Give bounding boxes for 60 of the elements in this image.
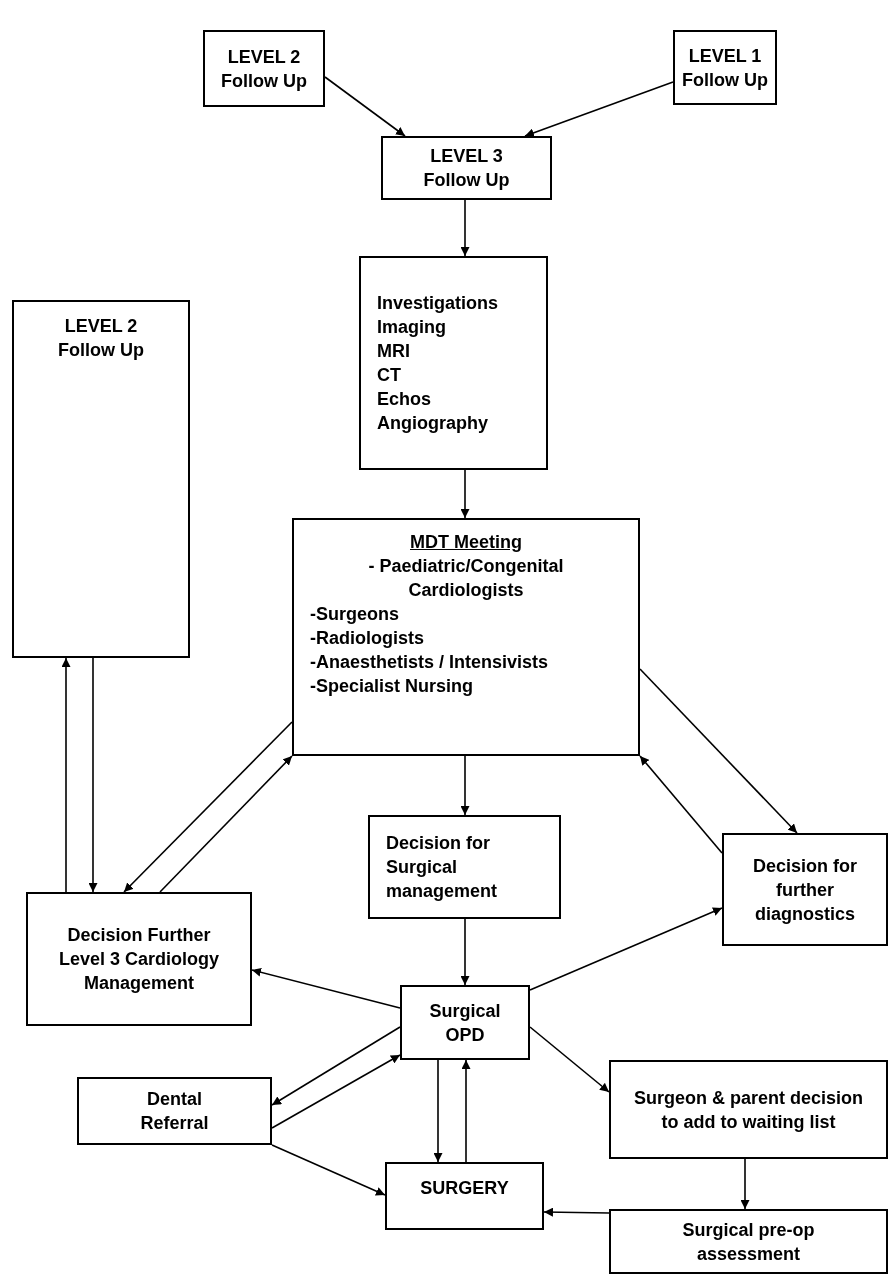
process-box — [26, 892, 252, 1026]
box-label: Surgeon & parent decision to add to waiting list — [633, 1086, 864, 1134]
arrow — [460, 755, 470, 816]
process-box — [400, 985, 530, 1060]
arrow — [461, 1059, 471, 1163]
box-label: Decision for further diagnostics — [752, 854, 858, 926]
box-label: LEVEL 3 Follow Up — [422, 145, 511, 192]
process-box — [292, 518, 640, 756]
arrow — [740, 1158, 750, 1210]
box-label: SURGERY — [420, 1177, 509, 1200]
arrow — [271, 1054, 401, 1129]
process-box — [609, 1209, 888, 1274]
arrow — [639, 755, 723, 854]
arrow — [543, 1207, 610, 1217]
list-item: Angiography — [377, 412, 488, 435]
arrow — [324, 76, 406, 137]
arrow — [88, 657, 98, 893]
process-box — [359, 256, 548, 470]
arrow — [61, 657, 71, 893]
process-box — [722, 833, 888, 946]
arrow — [524, 81, 674, 138]
arrow — [271, 1144, 386, 1196]
box-label: Surgical OPD — [428, 999, 502, 1047]
heading: MDT Meeting — [410, 531, 522, 554]
arrow — [123, 721, 293, 893]
process-box — [203, 30, 325, 107]
list-item: -Specialist Nursing — [310, 675, 474, 698]
box-label: Dental Referral — [139, 1088, 210, 1135]
box-label: Decision for Surgical management — [386, 832, 499, 903]
list-item: CT — [377, 364, 401, 387]
process-box — [368, 815, 561, 919]
list-item: -Radiologists — [310, 627, 424, 650]
arrow — [460, 918, 470, 986]
process-box — [12, 300, 190, 658]
box-label: LEVEL 2 Follow Up — [220, 45, 308, 93]
list-item: Investigations — [377, 292, 499, 315]
arrow — [460, 469, 470, 519]
list-item: MRI — [377, 340, 410, 363]
arrow — [639, 668, 798, 834]
list-item: - Paediatric/Congenital Cardiologists — [367, 555, 565, 602]
arrow — [433, 1059, 443, 1163]
list-item: -Anaesthetists / Intensivists — [310, 651, 549, 674]
arrow — [271, 1026, 401, 1106]
process-box — [673, 30, 777, 105]
box-label: Decision Further Level 3 Cardiology Management — [57, 924, 221, 995]
arrow — [529, 1026, 610, 1093]
list-item: -Surgeons — [310, 603, 399, 626]
box-label: LEVEL 1 Follow Up — [681, 44, 769, 92]
arrow — [460, 199, 470, 257]
list-item: Echos — [377, 388, 432, 411]
arrow — [251, 967, 401, 1009]
arrow — [529, 907, 723, 991]
process-box — [385, 1162, 544, 1230]
process-box — [609, 1060, 888, 1159]
box-label: Surgical pre-op assessment — [681, 1218, 816, 1266]
list-item: Imaging — [377, 316, 446, 339]
arrow — [159, 755, 293, 893]
box-label: LEVEL 2 Follow Up — [57, 315, 145, 362]
process-box — [77, 1077, 272, 1145]
process-box — [381, 136, 552, 200]
